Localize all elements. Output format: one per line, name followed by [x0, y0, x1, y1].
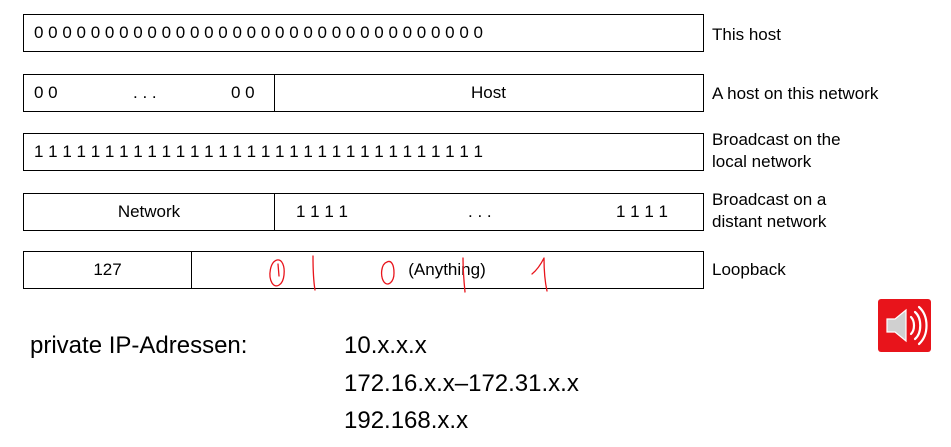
left-one-bits: 1 1 1 1	[296, 202, 348, 221]
address-row-distant-broadcast: Network 1 1 1 1 . . . 1 1 1 1	[23, 193, 704, 231]
speaker-icon[interactable]	[878, 299, 931, 352]
right-zero-bits: 0 0	[231, 83, 255, 102]
anything-field: (Anything)	[408, 260, 486, 279]
private-range-10: 10.x.x.x	[344, 332, 427, 359]
left-zero-bits: 0 0	[34, 83, 58, 102]
handwritten-annotation	[269, 255, 548, 293]
field-divider	[274, 194, 275, 230]
row-label-line1: Broadcast on the	[712, 130, 841, 149]
field-divider	[191, 252, 192, 288]
row-label-loopback: Loopback	[712, 260, 786, 279]
field-divider	[274, 75, 275, 111]
row-label-host-on-network: A host on this network	[712, 84, 879, 103]
private-range-192: 192.168.x.x	[344, 407, 469, 434]
row-label-line2: distant network	[712, 212, 827, 231]
private-range-172: 172.16.x.x–172.31.x.x	[344, 370, 579, 397]
row-label-local-broadcast: Broadcast on the local network	[712, 129, 841, 173]
address-row-local-broadcast: 1 1 1 1 1 1 1 1 1 1 1 1 1 1 1 1 1 1 1 1 …	[23, 133, 704, 171]
address-row-loopback: 127 (Anything)	[23, 251, 704, 289]
one-bits: 1 1 1 1 1 1 1 1 1 1 1 1 1 1 1 1 1 1 1 1 …	[34, 142, 483, 161]
private-ip-label: private IP-Adressen:	[30, 332, 248, 359]
zero-bits: 0 0 0 0 0 0 0 0 0 0 0 0 0 0 0 0 0 0 0 0 …	[34, 23, 483, 42]
row-label-this-host: This host	[712, 25, 781, 44]
address-row-host-on-network: 0 0 . . . 0 0 Host	[23, 74, 704, 112]
row-label-line2: local network	[712, 152, 812, 171]
host-field: Host	[471, 83, 506, 102]
ellipsis: . . .	[468, 202, 492, 221]
right-one-bits: 1 1 1 1	[616, 202, 668, 221]
network-field: Network	[117, 202, 181, 221]
ellipsis: . . .	[133, 83, 157, 102]
row-label-distant-broadcast: Broadcast on a distant network	[712, 189, 826, 233]
address-row-this-host: 0 0 0 0 0 0 0 0 0 0 0 0 0 0 0 0 0 0 0 0 …	[23, 14, 704, 52]
row-label-line1: Broadcast on a	[712, 190, 827, 209]
loopback-127-field: 127	[93, 260, 122, 279]
